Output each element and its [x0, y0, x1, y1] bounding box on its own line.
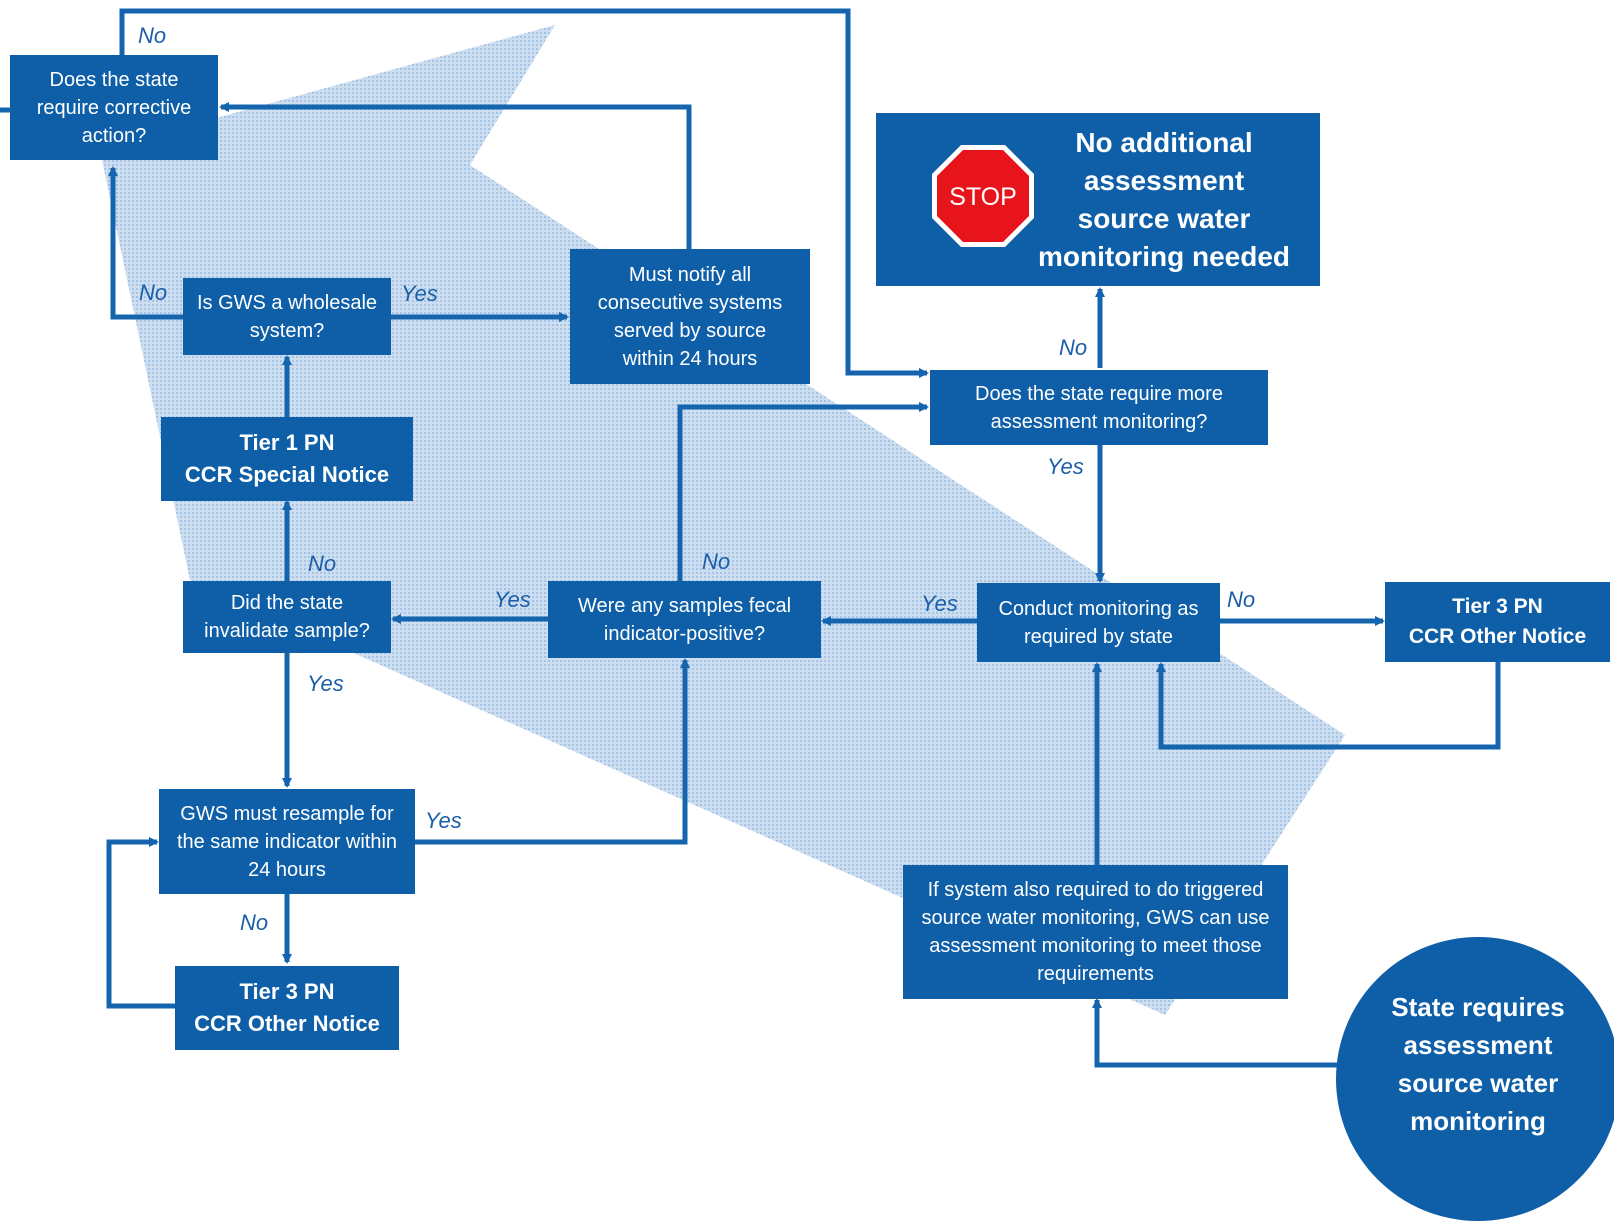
notify-consecutive-text: Must notify all consecutive systems serv… [597, 263, 783, 370]
background-arrow-shape [100, 25, 1345, 1015]
resample-box: GWS must resample for the same indicator… [159, 789, 415, 894]
resample-text: GWS must resample for the same indicator… [176, 802, 398, 881]
notify-consecutive-box: Must notify all consecutive systems serv… [570, 249, 810, 384]
invalidate-box: Did the state invalidate sample? [183, 581, 391, 653]
connector-lines [0, 8, 1501, 1068]
label-more-yes: Yes [1047, 454, 1084, 479]
tier3-left-line1: Tier 3 PN [239, 979, 335, 1004]
tier3-right-box: Tier 3 PN CCR Other Notice [1385, 582, 1610, 662]
tier3-left-box: Tier 3 PN CCR Other Notice [175, 966, 399, 1050]
more-assessment-box: Does the state require more assessment m… [930, 370, 1268, 445]
stop-sign-icon: STOP [932, 145, 1034, 247]
tier3-left-line2: CCR Other Notice [194, 1011, 380, 1036]
fecal-positive-text: Were any samples fecal indicator-positiv… [577, 594, 792, 645]
label-conduct-no: No [1227, 587, 1256, 612]
no-additional-text: No additional assessment source water mo… [1038, 126, 1290, 272]
tier3-right-line2: CCR Other Notice [1408, 625, 1587, 648]
tier1-line1: Tier 1 PN [239, 430, 335, 455]
label-invalidate-yes-in: Yes [494, 587, 531, 612]
label-resample-yes: Yes [425, 808, 462, 833]
triggered-source-box: If system also required to do triggered … [903, 865, 1288, 999]
conduct-monitoring-box: Conduct monitoring as required by state [977, 583, 1220, 662]
label-invalidate-no: No [308, 551, 337, 576]
conduct-monitoring-text: Conduct monitoring as required by state [998, 597, 1199, 648]
label-top-no: No [138, 23, 167, 48]
start-circle-text: State requires assessment source water m… [1391, 992, 1565, 1136]
wholesale-box: Is GWS a wholesale system? [183, 278, 391, 355]
label-resample-no: No [240, 910, 269, 935]
start-circle: State requires assessment source water m… [1336, 937, 1614, 1221]
triggered-source-text: If system also required to do triggered … [921, 879, 1270, 985]
stop-sign-text: STOP [949, 183, 1017, 211]
label-wholesale-no: No [139, 280, 168, 305]
tier1-line2: CCR Special Notice [184, 462, 390, 487]
corrective-action-text: Does the state require corrective action… [36, 68, 192, 147]
fecal-positive-box: Were any samples fecal indicator-positiv… [548, 581, 821, 658]
wholesale-text: Is GWS a wholesale system? [196, 291, 378, 342]
label-wholesale-yes: Yes [401, 281, 438, 306]
label-more-no: No [1059, 335, 1088, 360]
label-conduct-yes: Yes [921, 591, 958, 616]
tier3-right-line1: Tier 3 PN [1452, 595, 1543, 618]
label-fecal-no: No [702, 549, 731, 574]
tier1-box: Tier 1 PN CCR Special Notice [161, 417, 413, 501]
invalidate-text: Did the state invalidate sample? [204, 592, 370, 642]
label-invalidate-yes-out: Yes [307, 671, 344, 696]
corrective-action-box: Does the state require corrective action… [10, 55, 218, 160]
more-assessment-text: Does the state require more assessment m… [975, 382, 1223, 433]
